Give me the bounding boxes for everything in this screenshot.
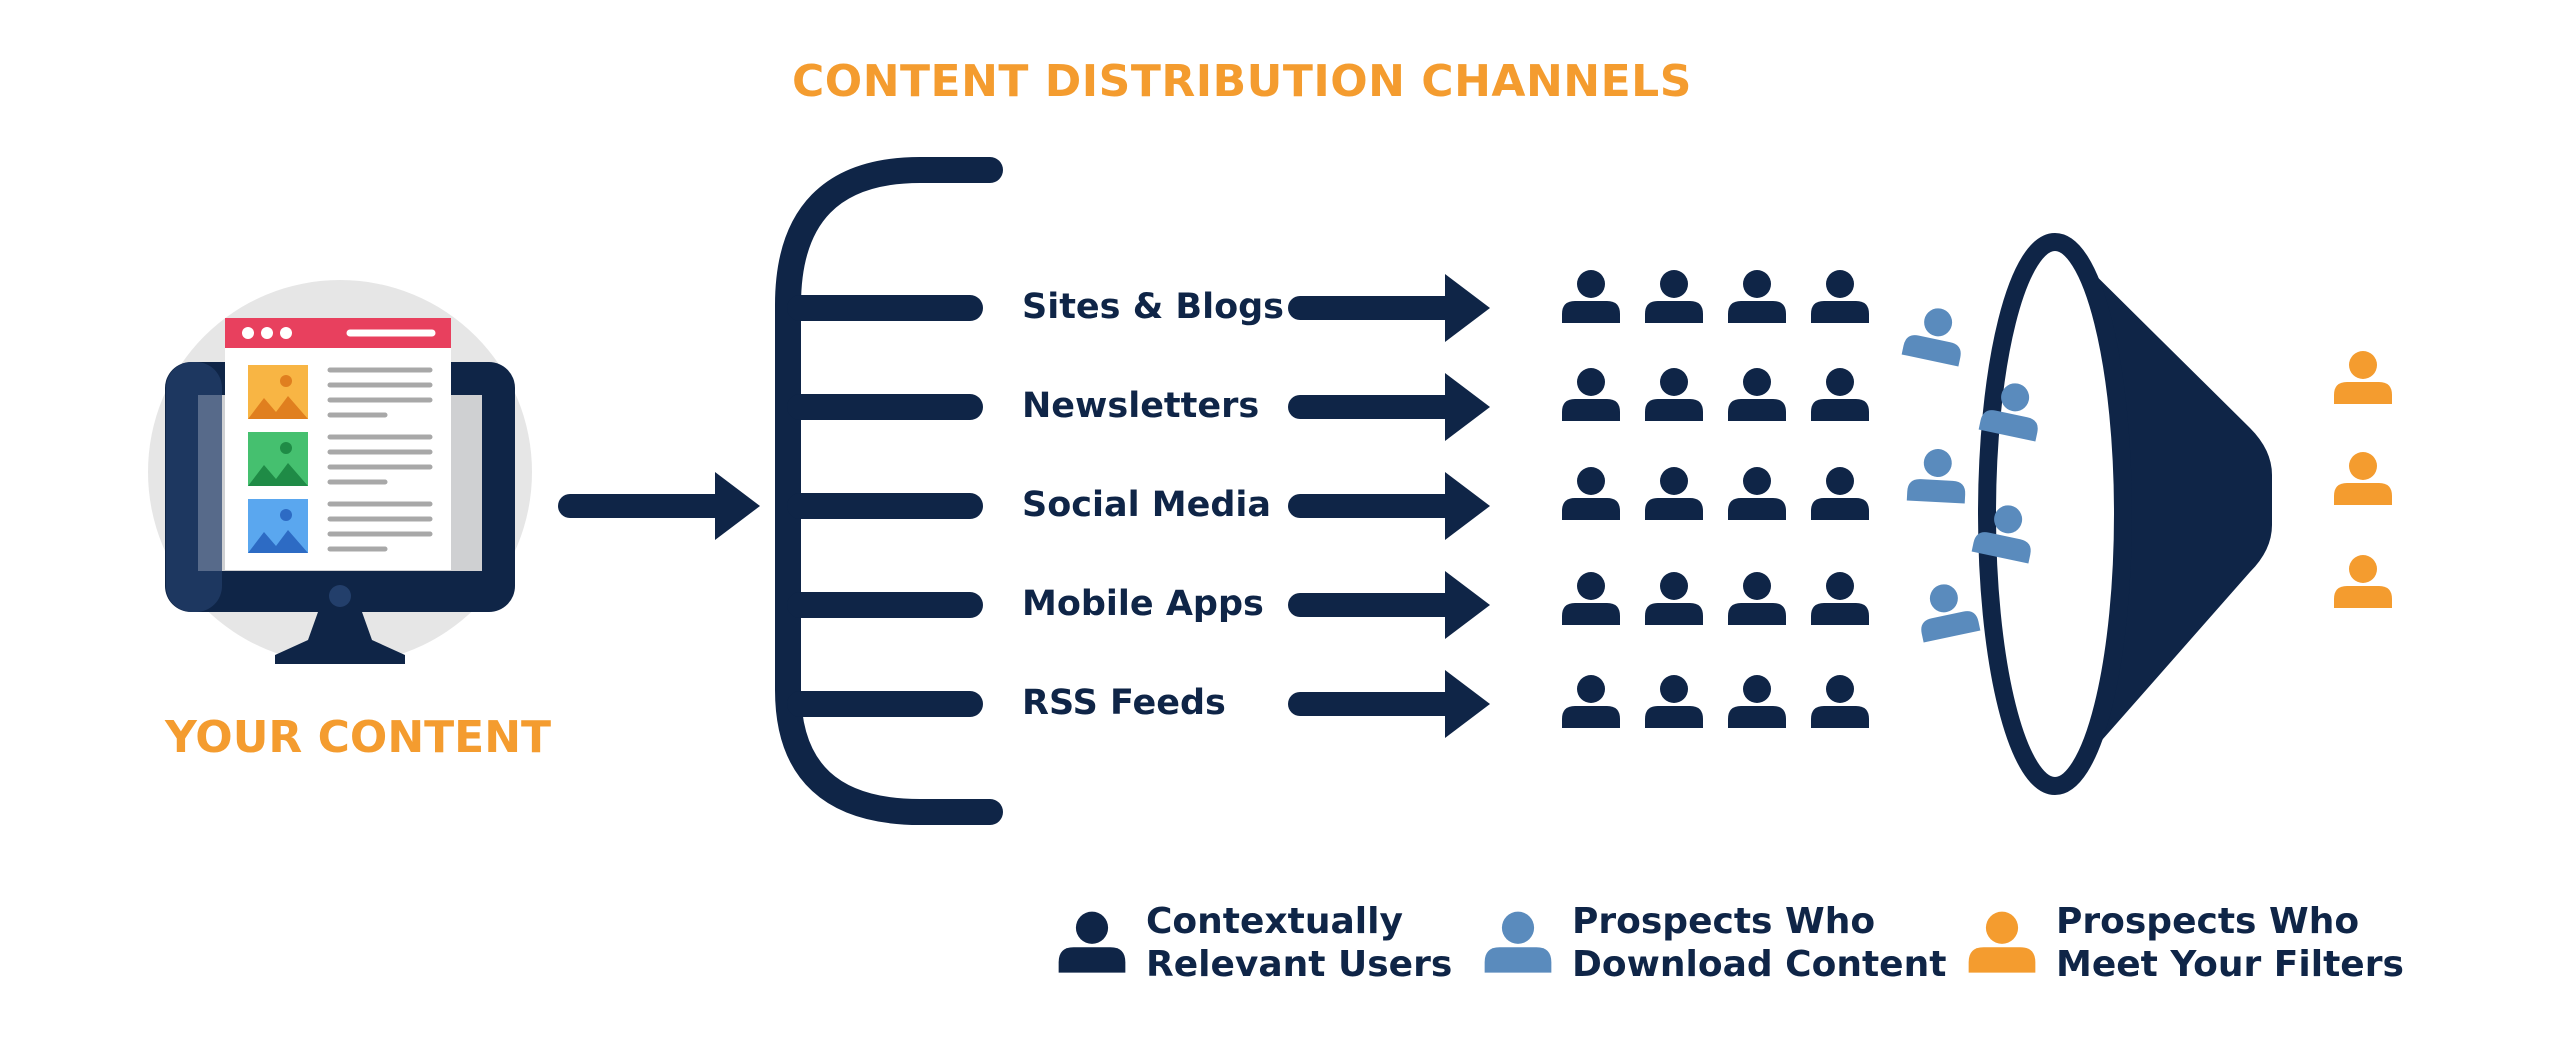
user-row-3 xyxy=(1562,467,1869,520)
user-row-1 xyxy=(1562,270,1869,323)
filtered-prospects xyxy=(2334,351,2392,608)
text-lines xyxy=(327,367,433,552)
content-monitor-illustration xyxy=(148,280,532,664)
legend-icon-blue-person xyxy=(1484,911,1552,973)
legend-icon-orange-person xyxy=(1968,911,2036,973)
monitor-stand xyxy=(275,612,405,664)
channel-label-social-media: Social Media xyxy=(1022,485,1272,525)
channel-label-mobile-apps: Mobile Apps xyxy=(1022,584,1264,624)
channel-arrow-social-media xyxy=(1300,472,1490,540)
legend-icons xyxy=(1058,911,2036,973)
channel-label-newsletters: Newsletters xyxy=(1022,386,1260,426)
funnel xyxy=(1978,233,2272,795)
channel-arrow-sites-blogs xyxy=(1300,274,1490,342)
channel-label-rss-feeds: RSS Feeds xyxy=(1022,683,1226,723)
diagram-title: CONTENT DISTRIBUTION CHANNELS xyxy=(792,56,1692,107)
channel-arrow-rss-feeds xyxy=(1300,670,1490,738)
user-row-2 xyxy=(1562,368,1869,421)
channel-label-sites-blogs: Sites & Blogs xyxy=(1022,287,1285,327)
user-row-4 xyxy=(1562,572,1869,625)
monitor-button xyxy=(329,585,351,607)
user-row-5 xyxy=(1562,675,1869,728)
your-content-label: YOUR CONTENT xyxy=(165,712,552,763)
user-grid xyxy=(1562,270,1869,728)
legend-icon-navy-person xyxy=(1058,911,1126,973)
channel-arrow-newsletters xyxy=(1300,373,1490,441)
channel-arrow-mobile-apps xyxy=(1300,571,1490,639)
channel-bracket xyxy=(775,157,1003,825)
arrow-to-channels xyxy=(570,472,760,540)
